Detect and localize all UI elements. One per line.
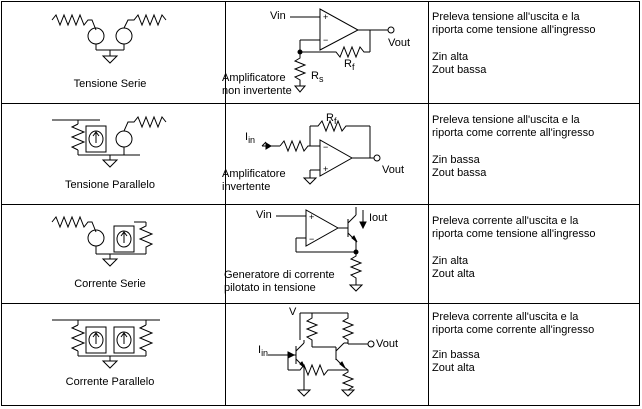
circuit-two-transistor <box>268 312 375 397</box>
vout-label-2: Vout <box>382 164 405 176</box>
row-3-description: Preleva corrente all'uscita e la riporta… <box>432 215 596 281</box>
opamp-plus-sign: + <box>323 12 329 22</box>
block-diagram-tensione-parallelo <box>52 115 167 168</box>
row-2-zin: Zin bassa <box>432 154 480 166</box>
row-3-circuit-caption-line-1: Generatore di corrente <box>224 269 335 281</box>
block-diagram-corrente-parallelo <box>52 319 160 369</box>
opamp-minus-sign-3: − <box>309 234 315 244</box>
rf-label-2: Rf <box>326 112 336 128</box>
row-2-circuit-caption-line-1: Amplificatore <box>222 168 286 180</box>
opamp-plus-sign-3: + <box>309 212 315 222</box>
iin-label-2: Iin <box>258 344 268 360</box>
opamp-plus-sign-2: + <box>323 164 329 174</box>
iout-label: Iout <box>369 212 388 224</box>
row-1-circuit-caption-line-1: Amplificatore <box>222 72 286 84</box>
row-2-description: Preleva tensione all'uscita e la riporta… <box>432 114 594 180</box>
rs-subscript: s <box>318 74 324 84</box>
row-1-caption: Tensione Serie <box>73 78 147 90</box>
row-4-zin: Zin bassa <box>432 349 480 361</box>
iin-subscript-2: in <box>261 348 269 358</box>
opamp-minus-sign: − <box>323 35 329 45</box>
vin-label-2: Vin <box>256 209 272 221</box>
row-1-desc-line-1: Preleva tensione all'uscita e la <box>432 11 580 23</box>
circuit-inverting-amplifier <box>261 119 381 185</box>
block-diagram-corrente-serie <box>51 215 154 267</box>
vin-label: Vin <box>270 10 286 22</box>
row-3-circuit-caption-line-2: pilotato in tensione <box>224 282 316 294</box>
row-4-desc-line-1: Preleva corrente all'uscita e la <box>432 311 579 323</box>
iin-label: Iin <box>245 131 255 147</box>
row-4-zout: Zout alta <box>432 362 475 374</box>
rf-subscript-2: f <box>333 116 337 126</box>
circuit-current-generator <box>276 207 367 292</box>
iin-subscript: in <box>248 135 256 145</box>
circuit-non-inverting-amplifier <box>290 8 395 93</box>
rf-subscript: f <box>351 62 355 72</box>
row-2-desc-line-1: Preleva tensione all'uscita e la <box>432 114 580 126</box>
row-3-zin: Zin alta <box>432 255 469 267</box>
rs-letter: R <box>311 70 319 82</box>
row-4-description: Preleva corrente all'uscita e la riporta… <box>432 311 594 375</box>
block-diagram-tensione-serie <box>51 13 167 64</box>
rf-letter: R <box>344 58 352 70</box>
row-4-desc-line-2: riporta come corrente all'ingresso <box>432 324 595 336</box>
row-1-desc-line-2: riporta come tensione all'ingresso <box>432 24 596 36</box>
rf-letter-2: R <box>326 112 334 124</box>
row-2-desc-line-2: riporta come corrente all'ingresso <box>432 127 595 139</box>
row-4-caption: Corrente Parallelo <box>65 376 155 388</box>
opamp-minus-sign-2: − <box>323 142 329 152</box>
vout-label-3: Vout <box>376 338 399 350</box>
row-3-desc-line-1: Preleva corrente all'uscita e la <box>432 215 579 227</box>
iin-letter: I <box>245 131 249 143</box>
row-2-circuit-caption-line-2: invertente <box>222 181 271 193</box>
v-supply-label: V <box>289 306 297 318</box>
row-1-zin: Zin alta <box>432 51 469 63</box>
row-3-desc-line-2: riporta come tensione all'ingresso <box>432 228 596 240</box>
row-2-zout: Zout bassa <box>432 167 487 179</box>
row-1-description: Preleva tensione all'uscita e la riporta… <box>432 11 596 77</box>
iin-letter-2: I <box>258 344 262 356</box>
row-2-caption: Tensione Parallelo <box>65 179 155 191</box>
row-1-circuit-caption-line-2: non invertente <box>222 85 292 97</box>
rs-label: Rs <box>311 70 323 86</box>
rf-label: Rf <box>344 58 354 74</box>
row-3-zout: Zout alta <box>432 268 475 280</box>
vout-label: Vout <box>388 37 411 49</box>
row-3-caption: Corrente Serie <box>74 278 146 290</box>
row-1-zout: Zout bassa <box>432 64 487 76</box>
